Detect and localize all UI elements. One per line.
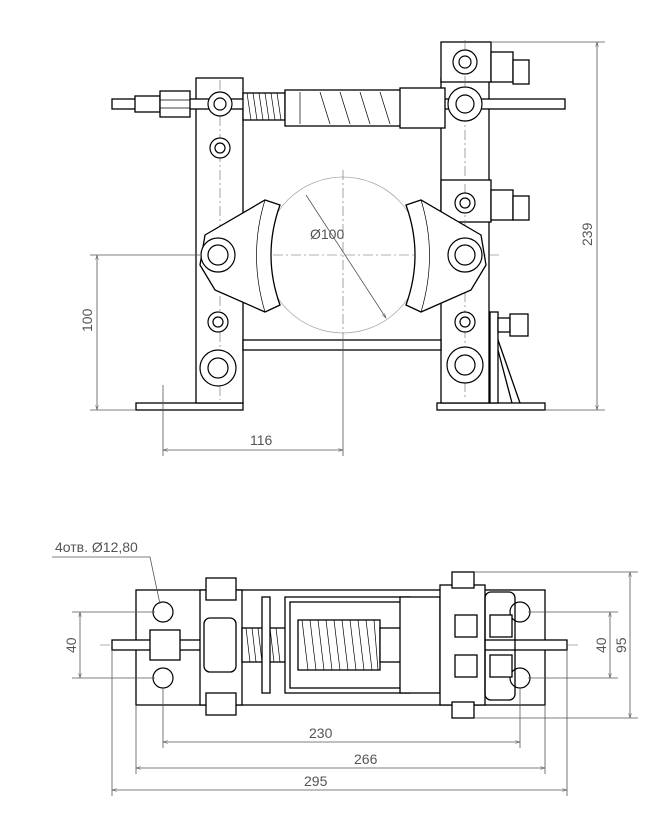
- width-dim: 95: [613, 637, 629, 653]
- side-bracket: [489, 311, 499, 404]
- left-base-plate: [135, 402, 244, 411]
- plate-length-dim: 266: [354, 751, 378, 767]
- height-dim: 239: [579, 222, 595, 246]
- adjust-nut: [159, 90, 191, 118]
- plan-view: 4отв. Ø12,80 40 40 95 230 266 295: [52, 539, 638, 796]
- right-base-plate: [436, 402, 546, 411]
- diameter-label: Ø100: [310, 226, 344, 242]
- axis-offset-dim: 116: [250, 432, 273, 448]
- left-brake-shoe: [199, 199, 281, 313]
- bottom-crossbar: [242, 339, 442, 351]
- top-bolt: [512, 59, 530, 85]
- axis-height-dim: 100: [79, 308, 95, 332]
- hole-pitch-dim: 230: [309, 725, 333, 741]
- holes-label: 4отв. Ø12,80: [55, 539, 138, 555]
- front-view: Ø100 239 100 116: [79, 40, 605, 456]
- small-spring: [242, 92, 286, 121]
- hole-spacing-left-dim: 40: [63, 637, 79, 653]
- right-lever: [439, 584, 486, 706]
- pin-icons: [199, 49, 484, 387]
- right-brake-shoe: [405, 199, 487, 313]
- main-spring: [297, 619, 381, 671]
- overall-length-dim: 295: [304, 773, 328, 789]
- hole-spacing-right-dim: 40: [593, 637, 609, 653]
